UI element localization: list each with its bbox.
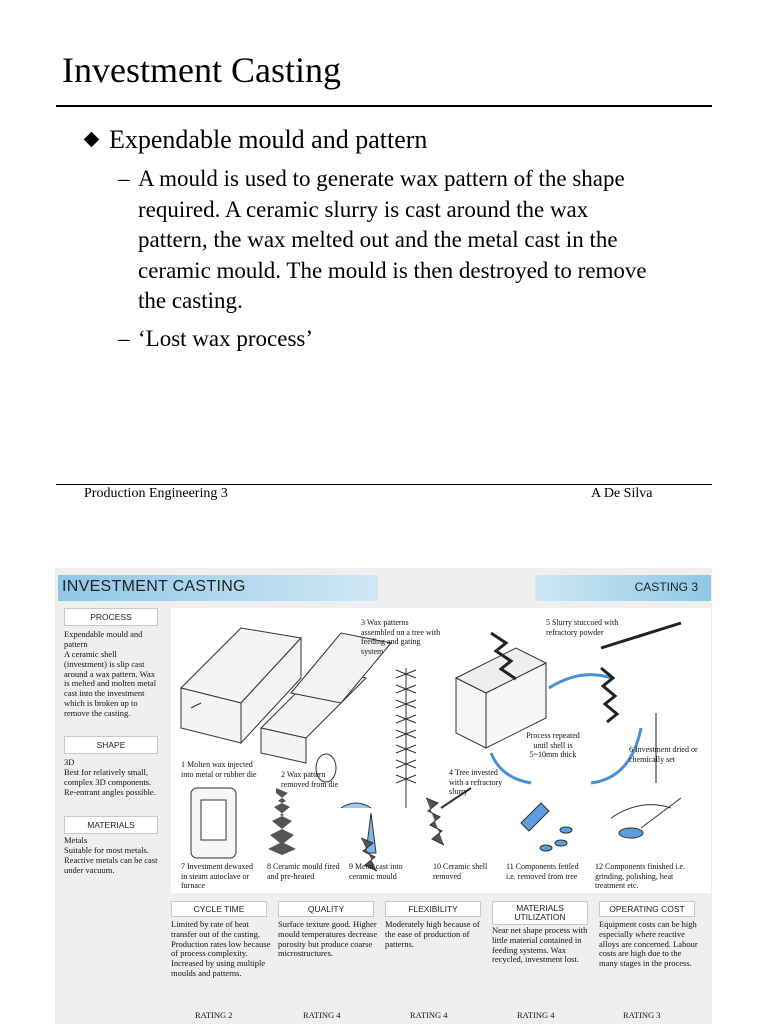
dash-marker: – (118, 324, 130, 355)
footer-left: Production Engineering 3 (84, 486, 228, 502)
step-8-label: 8 Ceramic mould fired and pre-heated (267, 862, 347, 881)
step-9-label: 9 Metal cast into ceramic mould (349, 862, 424, 881)
step-5-label: 5 Slurry stuccoed with refractory powder (546, 618, 631, 637)
bullet-text: Expendable mould and pattern (109, 125, 427, 154)
step-1-label: 1 Molten wax injected into metal or rubb… (181, 760, 261, 779)
process-illustration: 3 Wax patterns assembled on a tree with … (171, 608, 711, 893)
rating-materials: RATING 4 (517, 1010, 555, 1020)
sub-item-lost-wax: – ‘Lost wax process’ (118, 324, 658, 355)
process-heading: Expendable mould and pattern (64, 630, 158, 650)
criteria-label-materials: MATERIALS UTILIZATION (492, 901, 588, 925)
investment-casting-sheet: INVESTMENT CASTING CASTING 3 PROCESS Exp… (55, 568, 712, 1024)
diamond-bullet-icon (84, 131, 100, 147)
process-label: PROCESS (64, 608, 158, 626)
criteria-text-operating-cost: Equipment costs can be high especially w… (599, 920, 699, 969)
materials-text: Suitable for most metals. Reactive metal… (64, 846, 158, 875)
rating-quality: RATING 4 (303, 1010, 341, 1020)
dewax-autoclave-icon (191, 788, 236, 858)
sheet-title: INVESTMENT CASTING (62, 578, 246, 596)
repeat-label: Process repeated until shell is 5~10mm t… (523, 731, 583, 760)
process-text: A ceramic shell (investment) is slip cas… (64, 650, 158, 719)
title-divider (56, 105, 712, 107)
criteria-label-quality: QUALITY (278, 901, 374, 917)
sheet-tag: CASTING 3 (635, 580, 698, 594)
materials-label: MATERIALS (64, 816, 158, 834)
sub-item-text: ‘Lost wax process’ (138, 324, 658, 355)
step-3-label: 3 Wax patterns assembled on a tree with … (361, 618, 441, 656)
finished-component-icon (611, 798, 681, 838)
sub-item-text: A mould is used to generate wax pattern … (138, 164, 658, 317)
shell-removal-icon (426, 788, 471, 845)
footer-divider (56, 484, 712, 485)
step-11-label: 11 Components fettled i.e. removed from … (506, 862, 586, 881)
slide-title: Investment Casting (62, 48, 341, 92)
criteria-text-cycle-time: Limited by rate of heat transfer out of … (171, 920, 271, 979)
fired-mould-icon (268, 788, 296, 855)
criteria-label-cycle-time: CYCLE TIME (171, 901, 267, 917)
step-4-label: 4 Tree invested with a refractory slurry (449, 768, 509, 797)
rating-flexibility: RATING 4 (410, 1010, 448, 1020)
sub-item-description: – A mould is used to generate wax patter… (118, 164, 658, 317)
wax-tree-icon (396, 668, 416, 808)
criteria-label-flexibility: FLEXIBILITY (385, 901, 481, 917)
shape-text: Best for relatively small, complex 3D co… (64, 768, 158, 797)
step-6-label: 6 Investment dried or chemically set (629, 745, 699, 764)
criteria-text-quality: Surface texture good. Higher mould tempe… (278, 920, 378, 959)
criteria-text-flexibility: Moderately high because of the ease of p… (385, 920, 483, 949)
dash-marker: – (118, 164, 130, 195)
shape-label: SHAPE (64, 736, 158, 754)
rating-cycle-time: RATING 2 (195, 1010, 233, 1020)
components-fettled-icon (521, 803, 572, 851)
rating-operating-cost: RATING 3 (623, 1010, 661, 1020)
step-12-label: 12 Components finished i.e. grinding, po… (595, 862, 695, 891)
slide: Investment Casting Expendable mould and … (0, 0, 768, 540)
step-10-label: 10 Ceramic shell removed (433, 862, 501, 881)
step-2-label: 2 Wax pattern removed from die (281, 770, 351, 789)
metal-pour-icon (341, 803, 377, 871)
footer-right: A De Silva (591, 486, 652, 502)
criteria-text-materials: Near net shape process with little mater… (492, 926, 592, 965)
step-7-label: 7 Investment dewaxed in steam autoclave … (181, 862, 261, 891)
bullet-item: Expendable mould and pattern (86, 124, 427, 156)
criteria-label-operating-cost: OPERATING COST (599, 901, 695, 917)
